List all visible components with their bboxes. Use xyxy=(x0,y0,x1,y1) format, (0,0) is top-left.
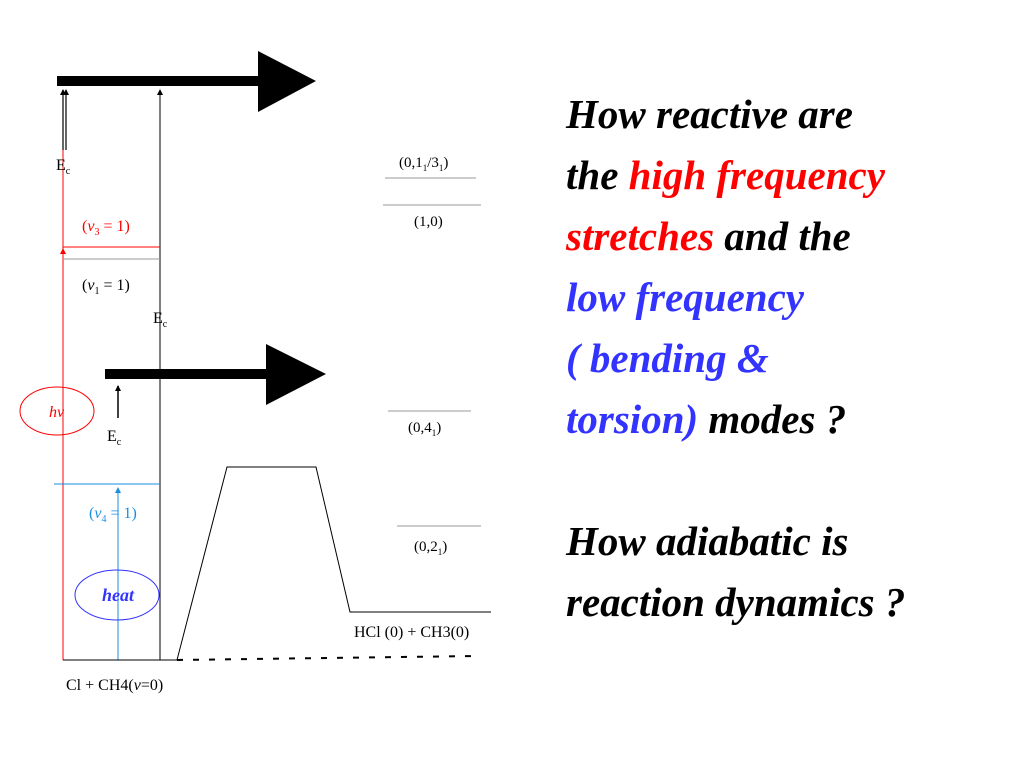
low-frequency-text: low frequency xyxy=(566,274,804,320)
question-line-2: the high frequency xyxy=(566,152,885,198)
product-label: HCl (0) + CH3(0) xyxy=(354,624,469,641)
heat-ellipse xyxy=(74,569,160,621)
product-level-4-label: (0,21) xyxy=(414,539,447,557)
question-line-8: How adiabatic is xyxy=(566,518,849,564)
stretches-text: stretches xyxy=(566,213,715,259)
reactant-label: Cl + CH4(v=0) xyxy=(66,677,163,694)
reaction-barrier-profile xyxy=(176,466,491,661)
ec-label-middle: Ec xyxy=(153,310,168,330)
torsion-text: torsion) xyxy=(566,396,699,442)
dashed-ground-line xyxy=(176,655,477,661)
ec-label-low: Ec xyxy=(107,428,122,448)
product-level-1-label: (0,11/31) xyxy=(399,155,448,173)
big-arrow-middle xyxy=(105,344,326,405)
question-line-1: How reactive are xyxy=(566,91,853,137)
big-arrow-top xyxy=(57,51,316,112)
level-v4-label: (v4 = 1) xyxy=(89,505,137,525)
question-line-3: stretches and the xyxy=(566,213,851,259)
product-level-3-label: (0,41) xyxy=(408,420,441,438)
spacer xyxy=(566,450,1016,511)
high-frequency-text: high frequency xyxy=(628,152,885,198)
product-level-2-label: (1,0) xyxy=(414,214,443,230)
question-line-9: reaction dynamics ? xyxy=(566,579,906,625)
question-text: How reactive are the high frequency stre… xyxy=(566,84,1016,633)
level-v1-label: (v1 = 1) xyxy=(82,277,130,297)
ec-label-top: Ec xyxy=(56,157,71,177)
hv-ellipse xyxy=(19,386,95,436)
heat-label: heat xyxy=(102,585,135,605)
hv-label: hν xyxy=(49,404,65,421)
bending-text: ( bending & xyxy=(566,335,769,381)
question-line-6: torsion) modes ? xyxy=(566,396,847,442)
level-v3-label: (v3 = 1) xyxy=(82,218,130,238)
